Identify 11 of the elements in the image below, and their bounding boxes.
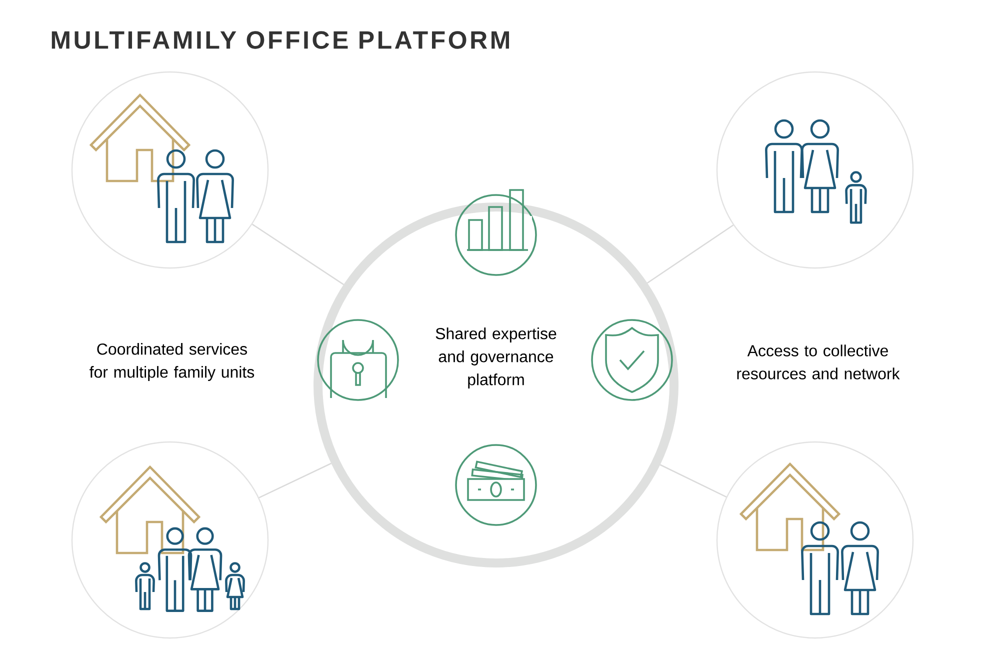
connector-line — [258, 462, 332, 498]
family-circle — [716, 441, 914, 639]
connector-line — [646, 224, 734, 284]
description-text: Coordinated services for multiple family units — [90, 343, 254, 381]
description-text: Access to collective resources and network — [737, 344, 900, 380]
title: MULTIFAMILY OFFICE PLATFORM — [52, 31, 509, 49]
family-circle — [71, 441, 269, 639]
connector-line — [660, 464, 727, 498]
family-circle — [71, 71, 269, 269]
connector-line — [252, 224, 344, 286]
family-circle — [716, 71, 914, 269]
